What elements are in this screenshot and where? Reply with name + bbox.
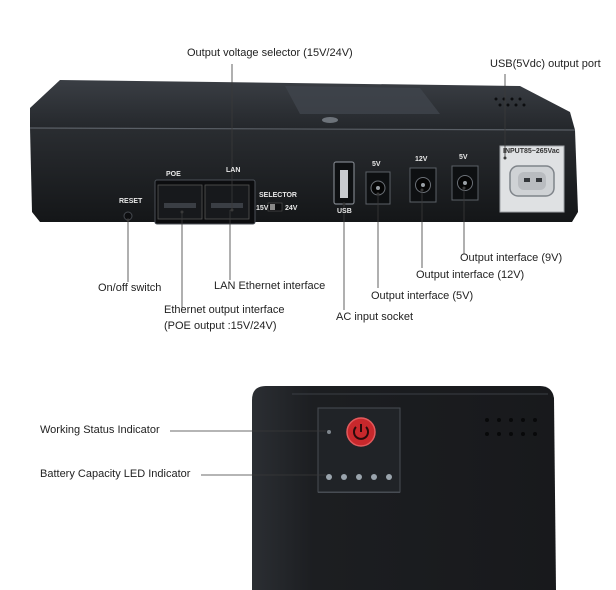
battery-capacity-led-label: Battery Capacity LED Indicator [40,468,191,480]
device-front-body [252,386,556,590]
leader-dots [126,156,507,222]
poe-port [157,184,203,220]
selector-marking: SELECTOR [259,192,297,199]
poe-output-label: (POE output :15V/24V) [164,320,277,332]
device-front-edge [29,127,576,131]
lan-ethernet-interface-label: LAN Ethernet interface [214,280,326,292]
output-voltage-selector-label: Output voltage selector (15V/24V) [187,47,353,59]
front-vent-holes [485,418,537,436]
device-top-dot [322,117,338,123]
usb-output-port-label: USB(5Vdc) output port [490,58,601,70]
output-5v-label: Output interface (5V) [371,290,474,302]
lan-marking: LAN [226,167,241,174]
device-top-panel [285,86,440,114]
input-rating-marking: INPUT85~265Vac [503,148,560,155]
poe-marking: POE [166,171,181,178]
ac-input-socket-label: AC input socket [336,311,414,323]
device-front-face [30,128,578,222]
output-12v-label: Output interface (12V) [416,269,525,281]
on-off-switch-label: On/off switch [98,282,162,294]
usb-marking: USB [337,208,352,215]
lan-port [204,184,250,220]
port-5v-marking: 5V [372,161,381,168]
port-9v-marking: 5V [459,154,468,161]
working-status-led [327,430,331,434]
sel-15v-marking: 15V [256,205,269,212]
battery-leds [326,474,392,480]
bottom-leader-lines [170,430,326,476]
port-12v-marking: 12V [415,156,428,163]
output-9v-label: Output interface (9V) [460,252,563,264]
leader-lines [127,64,506,310]
sel-24v-marking: 24V [285,205,298,212]
ethernet-output-interface-label: Ethernet output interface [164,304,285,316]
working-status-indicator-label: Working Status Indicator [40,424,160,436]
reset-marking: RESET [119,198,143,205]
